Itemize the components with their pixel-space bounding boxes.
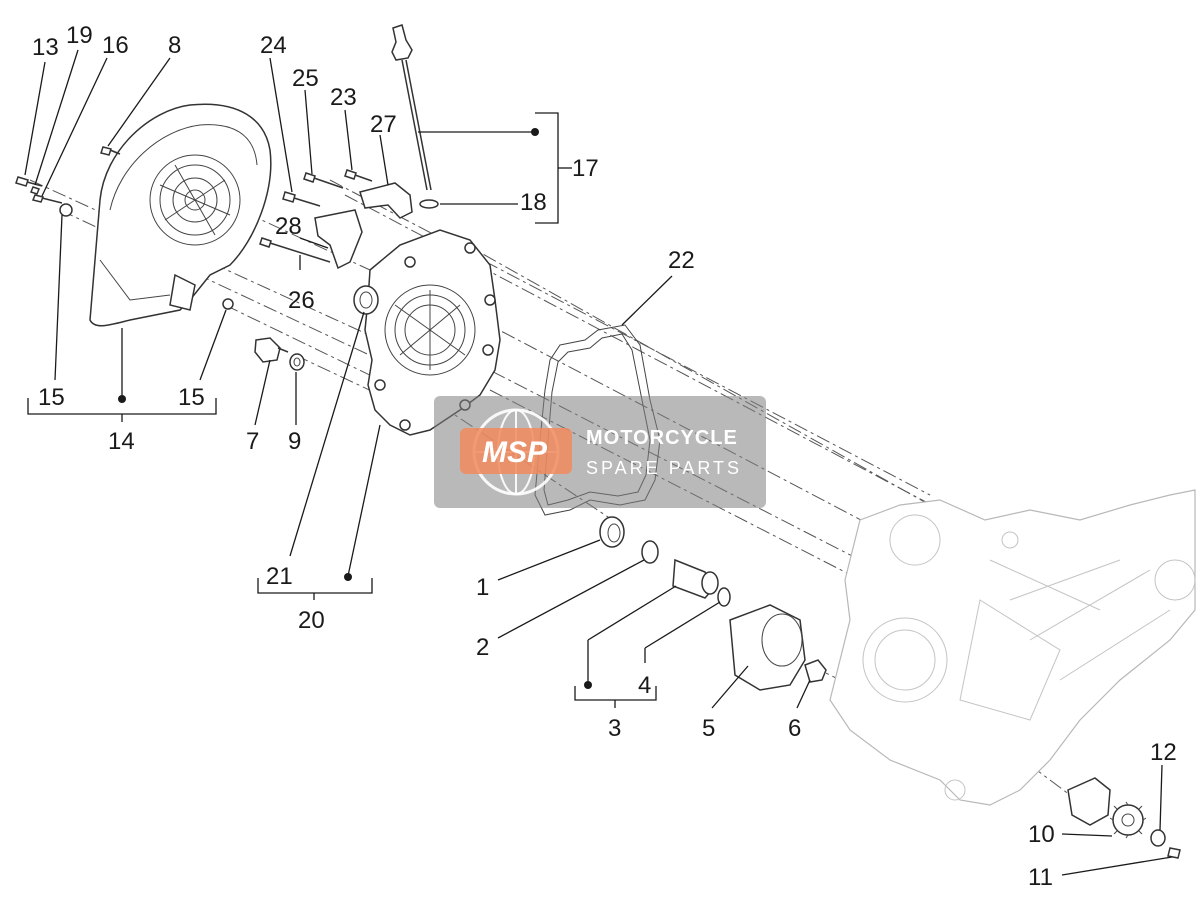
fan-cowl-part bbox=[89, 103, 272, 327]
part-label: 12 bbox=[1150, 739, 1177, 766]
part-label: 17 bbox=[572, 155, 599, 182]
watermark-line1: MOTORCYCLE bbox=[586, 427, 738, 449]
part-label: 15 bbox=[38, 384, 65, 411]
part-label: 19 bbox=[66, 22, 93, 49]
part-label: 4 bbox=[638, 672, 651, 699]
part-label: 16 bbox=[102, 32, 129, 59]
part-label: 28 bbox=[275, 213, 302, 240]
oil-pump-parts bbox=[1067, 777, 1181, 859]
part-label: 5 bbox=[702, 715, 715, 742]
part-label: 7 bbox=[246, 428, 259, 455]
part-label: 27 bbox=[370, 111, 397, 138]
oil-filter-parts bbox=[599, 516, 827, 691]
watermark-logo-text: MSP bbox=[482, 436, 548, 469]
part-label: 24 bbox=[260, 32, 287, 59]
part-label: 8 bbox=[168, 32, 181, 59]
part-label: 1 bbox=[476, 574, 489, 601]
part-label: 6 bbox=[788, 715, 801, 742]
part-label: 25 bbox=[292, 65, 319, 92]
part-label: 20 bbox=[298, 607, 325, 634]
part-label: 23 bbox=[330, 84, 357, 111]
dipstick-part bbox=[391, 24, 439, 209]
part-label: 14 bbox=[108, 428, 135, 455]
watermark: MSP MOTORCYCLE SPARE PARTS bbox=[434, 396, 766, 508]
part-label: 18 bbox=[520, 189, 547, 216]
oil-seal-part bbox=[353, 285, 379, 315]
part-label: 26 bbox=[288, 287, 315, 314]
part-label: 9 bbox=[288, 428, 301, 455]
engine-case-part bbox=[829, 489, 1196, 806]
leader-lines bbox=[24, 49, 1173, 876]
sensor-and-washer bbox=[254, 337, 305, 371]
part-label: 2 bbox=[476, 634, 489, 661]
part-label: 21 bbox=[266, 563, 293, 590]
part-label: 15 bbox=[178, 384, 205, 411]
part-label: 22 bbox=[668, 247, 695, 274]
bolts-and-brackets bbox=[259, 169, 413, 270]
watermark-line2: SPARE PARTS bbox=[586, 458, 742, 478]
part-label: 3 bbox=[608, 715, 621, 742]
part-labels: 13 19 16 8 24 25 23 27 17 18 28 26 22 15… bbox=[32, 22, 1177, 891]
part-label: 10 bbox=[1028, 821, 1055, 848]
cowl-screws bbox=[15, 146, 234, 310]
watermark-logo-badge bbox=[460, 428, 572, 474]
part-label: 13 bbox=[32, 34, 59, 61]
part-label: 11 bbox=[1028, 864, 1053, 891]
